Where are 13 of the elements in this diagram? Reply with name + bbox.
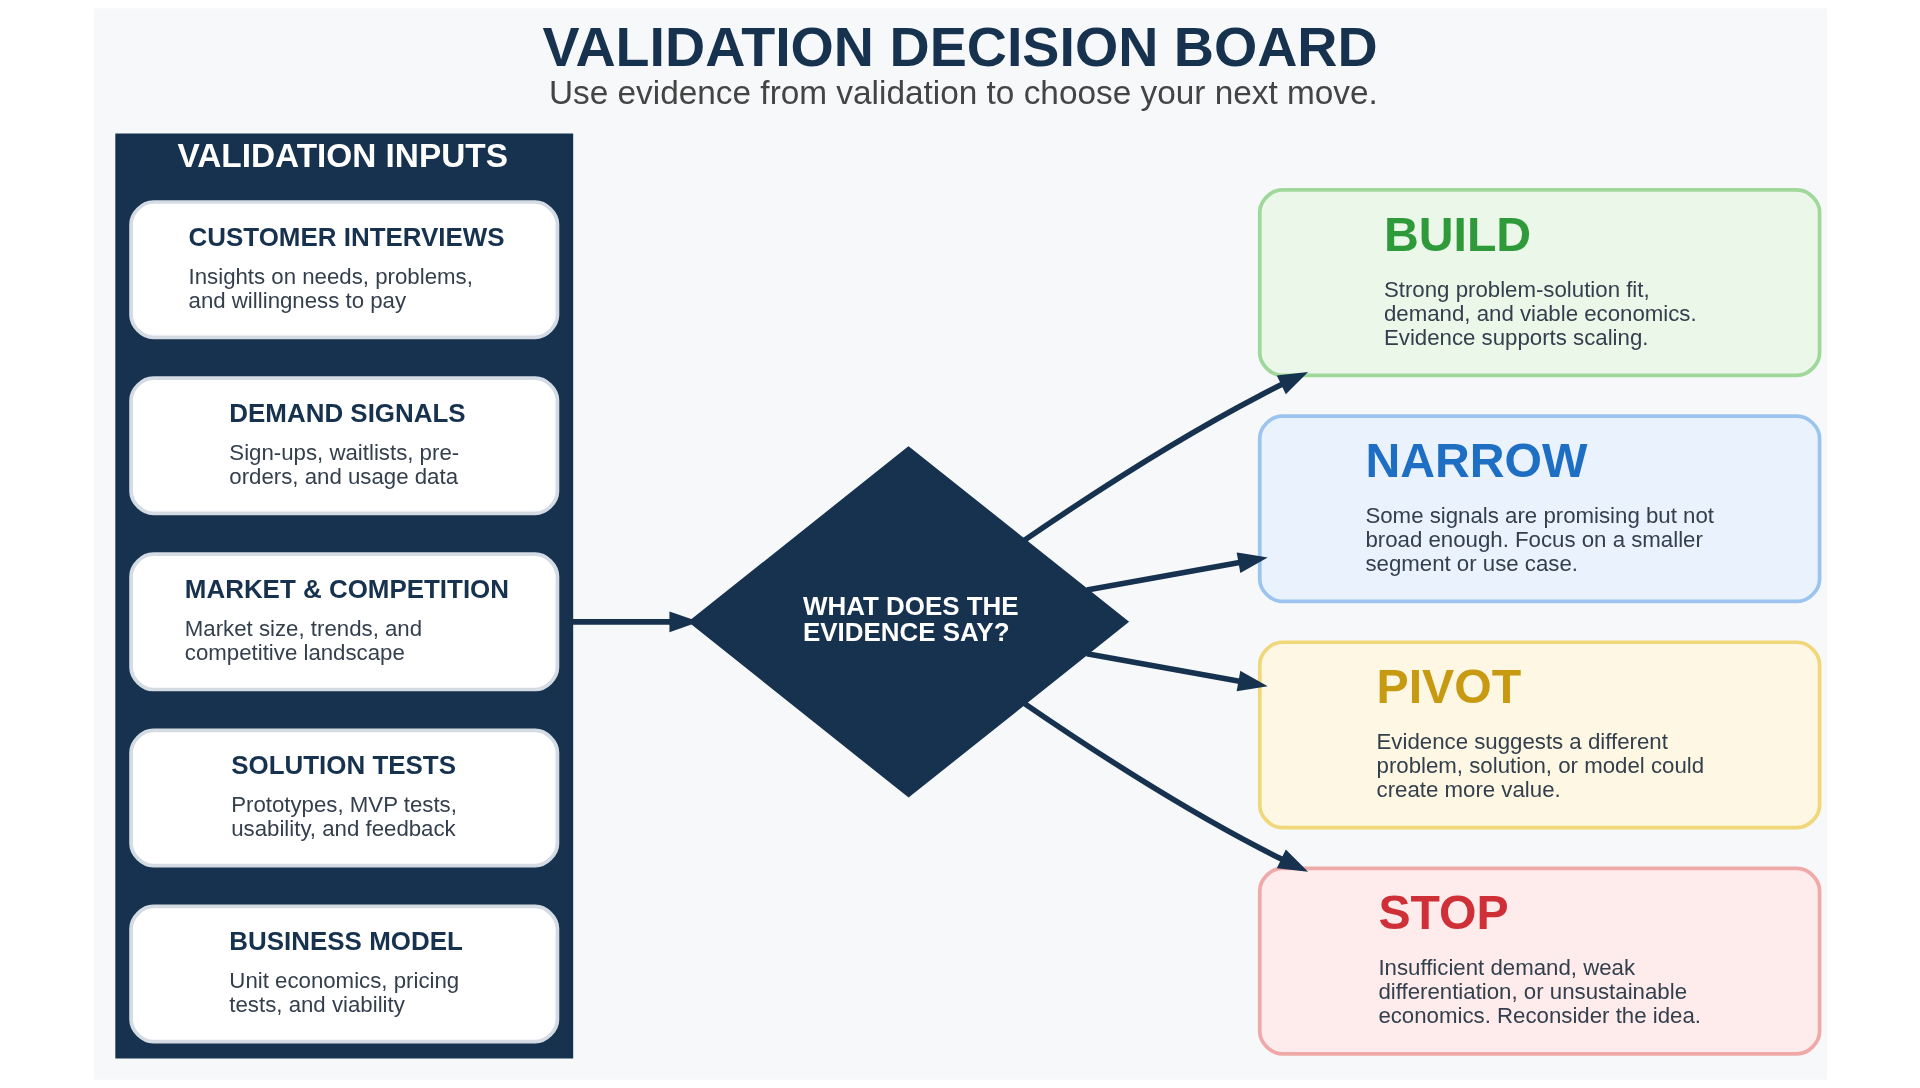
arrow [1085, 650, 1268, 692]
arrow [1085, 552, 1268, 593]
node-box: NARROW Some signals are promising but not broad enough. Focus on a smaller segment or use case. [1257, 414, 1821, 604]
node-box: STOP Insufficient demand, weak differentiation, or unsustainable economics. Reconsider the idea. [1257, 866, 1821, 1056]
node-box: DEMAND SIGNALS Sign-ups, waitlists, pre-orders, and usage data [128, 376, 559, 516]
node-box: PIVOT Evidence suggests a different problem, solution, or model could create more value. [1257, 640, 1821, 830]
node-box: BUSINESS MODEL Unit economics, pricing tests, and viability [128, 904, 559, 1044]
node-box: CUSTOMER INTERVIEWS Insights on needs, problems, and willingness to pay [128, 200, 559, 340]
node-box: MARKET & COMPETITION Market size, trends, and competitive landscape [128, 552, 559, 692]
arrow [1022, 371, 1308, 543]
node-box: SOLUTION TESTS Prototypes, MVP tests, usability, and feedback [128, 728, 559, 868]
arrow [1022, 701, 1308, 872]
node-box: BUILD Strong problem-solution fit, demand, and viable economics. Evidence supports scaling. [1257, 188, 1821, 378]
